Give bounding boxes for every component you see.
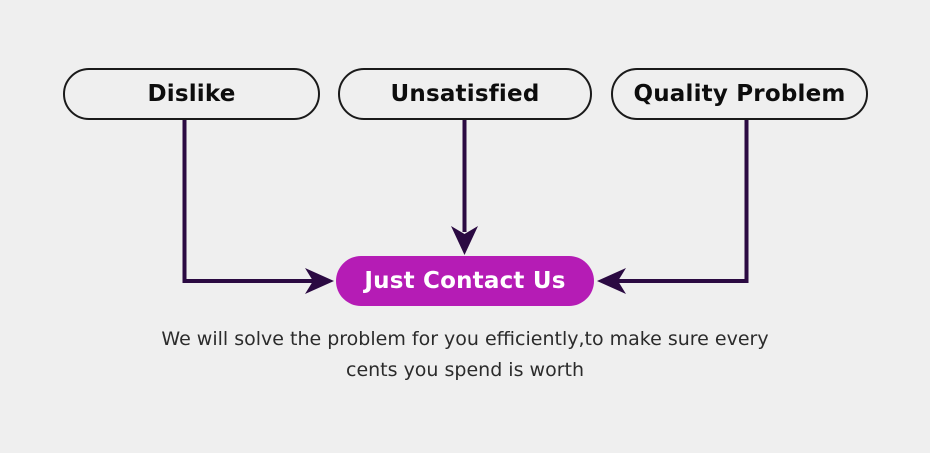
caption-line-2: cents you spend is worth [346,359,584,381]
reason-pill-unsatisfied-label: Unsatisfied [390,81,540,107]
connector-dislike-arrowhead-icon [305,268,334,294]
just-contact-us-label: Just Contact Us [364,268,566,294]
connector-dislike-to-cta-line [182,120,313,283]
connector-quality-arrowhead-icon [597,268,626,294]
caption-block: We will solve the problem for you effici… [0,324,930,386]
reason-pill-unsatisfied[interactable]: Unsatisfied [338,68,592,120]
connector-quality-to-cta-line [618,120,749,283]
reason-pill-dislike-label: Dislike [147,81,236,107]
reason-pill-quality[interactable]: Quality Problem [611,68,868,120]
reason-pill-dislike[interactable]: Dislike [63,68,320,120]
connector-unsatisfied-arrowhead-icon [451,226,478,255]
just-contact-us-button[interactable]: Just Contact Us [336,256,594,306]
caption-line-1: We will solve the problem for you effici… [161,328,769,350]
reason-pill-quality-label: Quality Problem [633,81,846,107]
